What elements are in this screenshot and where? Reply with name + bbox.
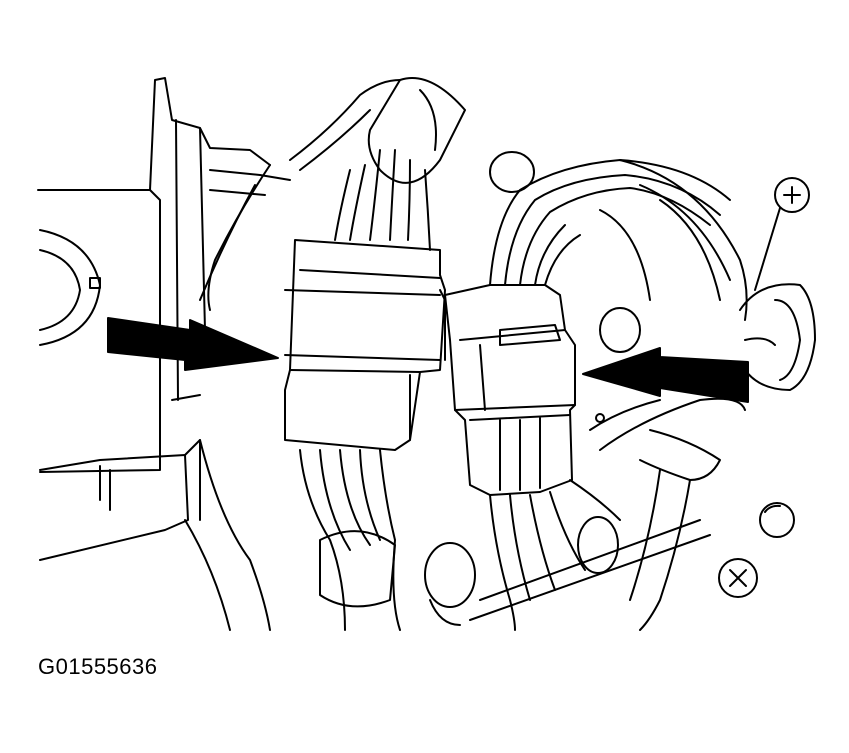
lower-right-wires [425,308,745,630]
right-grommet [740,284,815,390]
left-arrow [108,318,278,370]
right-connector [445,285,575,495]
lower-left-wires [185,440,400,630]
top-screw [755,178,809,290]
round-button [760,503,794,537]
figure-id-label: G01555636 [38,654,158,679]
bottom-screw [719,559,757,597]
left-grommet [40,230,100,345]
upper-right-harness [490,152,747,320]
upper-wire-harness [200,78,465,310]
connector-illustration [0,0,849,640]
right-arrow [583,348,748,402]
left-connector [285,240,445,450]
mounting-bracket [38,78,290,560]
